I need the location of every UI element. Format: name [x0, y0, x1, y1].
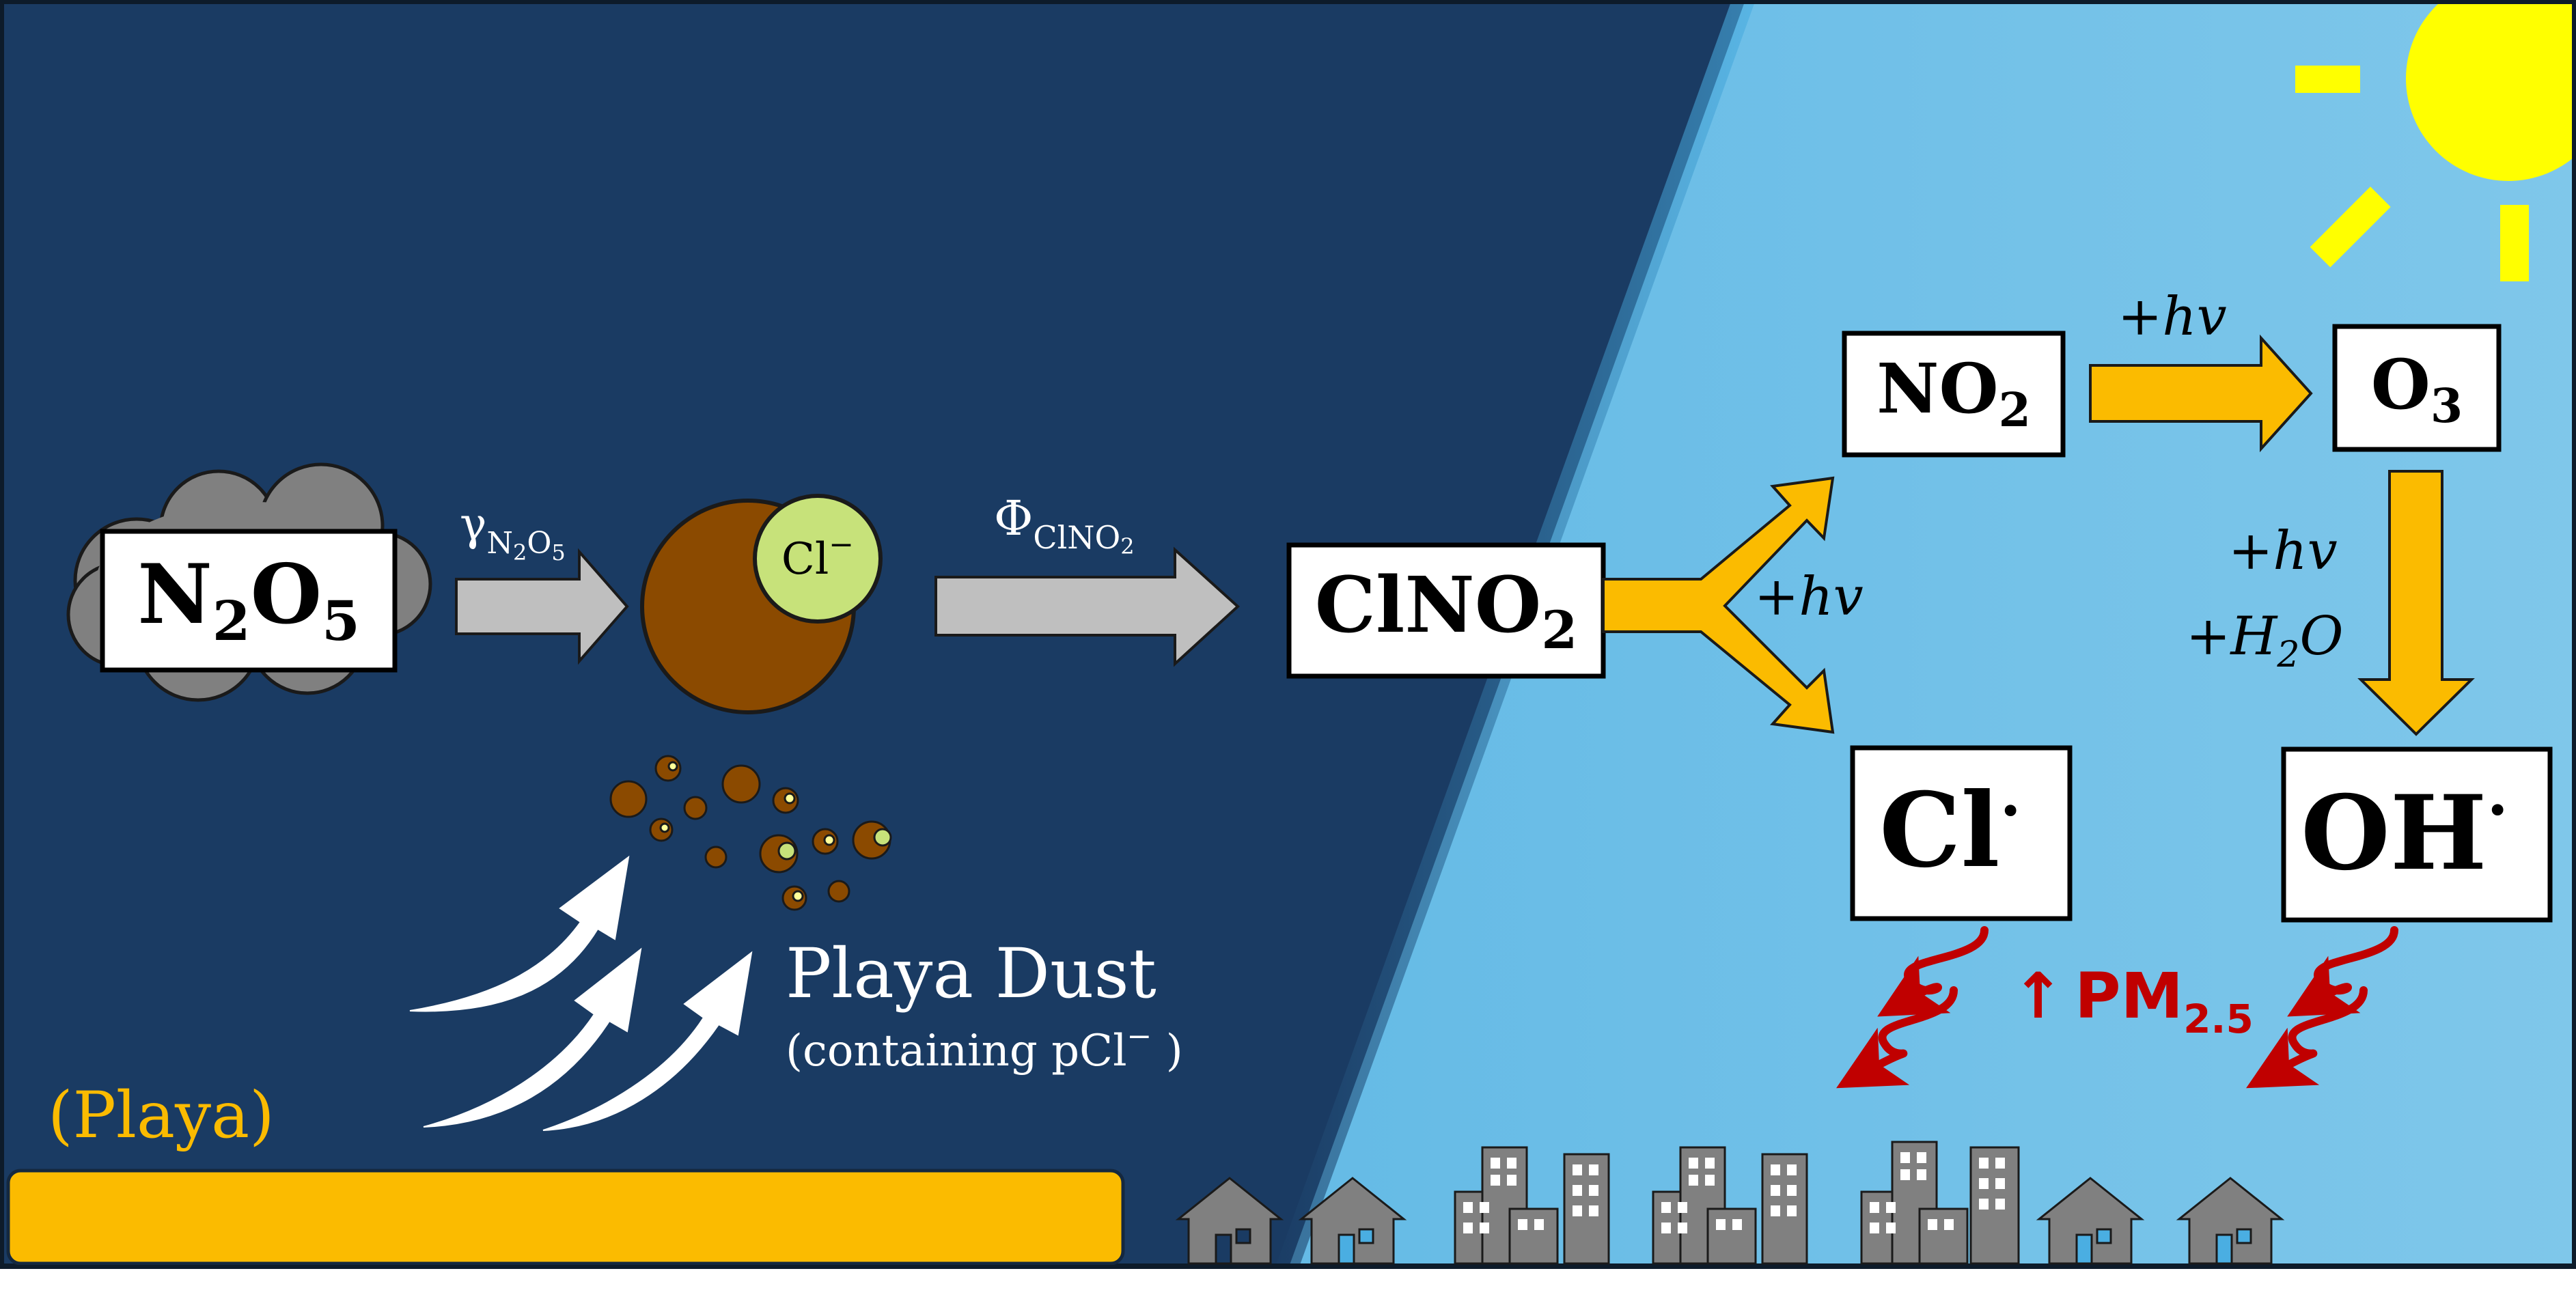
diagram-frame [0, 0, 2576, 1269]
no2-box [1842, 331, 2066, 458]
wind-arrows [409, 855, 753, 1131]
o3-label: O3 [2371, 344, 2463, 434]
pm-formation-arrows [1836, 926, 2398, 1089]
house-icon [2176, 1177, 2285, 1265]
clno2-box [1286, 542, 1606, 679]
oh-radical-label: OH· [2301, 773, 2508, 893]
clno2-label: ClNO2 [1315, 561, 1578, 660]
bottom-strip [0, 1269, 2576, 1299]
house-icon [2036, 1177, 2145, 1265]
pm25-label: ↑PM2.5 [2012, 960, 2254, 1042]
hv-no2-label: +hv [2118, 286, 2227, 348]
playa-label: (Playa) [48, 1078, 275, 1153]
photolysis-split-arrow [1602, 476, 1835, 734]
dust-particles [609, 755, 892, 911]
chloride-label: Cl− [781, 527, 854, 585]
containing-label: (containing pCl− ) [786, 1019, 1183, 1076]
sun-icon [2295, 0, 2576, 281]
o3-to-oh-arrow [2357, 470, 2475, 736]
playa-dust-label: Playa Dust [786, 934, 1157, 1014]
chloride-ion [753, 494, 883, 624]
o3-box [2332, 324, 2502, 452]
no2-to-o3-arrow [2089, 334, 2313, 453]
house-icon [1298, 1177, 1407, 1265]
night-sky [0, 0, 1745, 1299]
playa-ground [6, 1169, 1125, 1266]
cl-radical-label: Cl· [1879, 770, 2021, 891]
production-arrow [934, 546, 1240, 667]
hv-o3-label: +hv [2228, 520, 2338, 582]
house-icon [1175, 1177, 1284, 1265]
no2-label: NO2 [1876, 348, 2031, 438]
uptake-arrow [455, 548, 629, 665]
hv-split-label: +hv [1754, 566, 1864, 628]
building-windows [1463, 1152, 2005, 1233]
cl-radical-box [1850, 745, 2073, 921]
n2o5-box [100, 529, 398, 673]
gamma-label: γN2O5 [460, 498, 566, 565]
n2o5-label: N2O5 [137, 546, 360, 653]
h2o-label: +H2O [2186, 606, 2343, 675]
phi-label: ΦClNO2 [994, 490, 1135, 559]
oh-radical-box [2281, 746, 2553, 923]
